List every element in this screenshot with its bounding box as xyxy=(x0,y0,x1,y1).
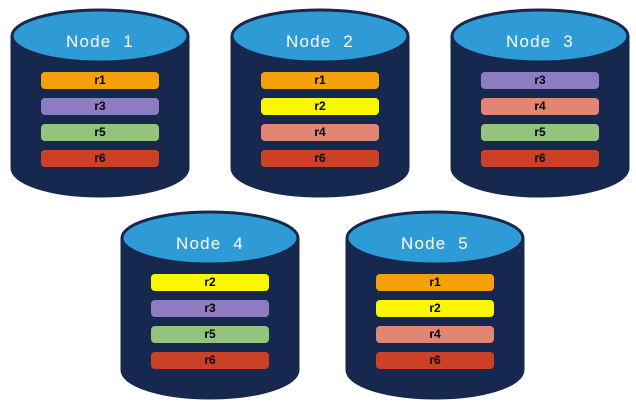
replica-bar-r3[interactable]: r3 xyxy=(151,300,269,317)
replica-bar-r5[interactable]: r5 xyxy=(151,326,269,343)
replica-bar-r3[interactable]: r3 xyxy=(41,98,159,115)
replica-bar-r6[interactable]: r6 xyxy=(151,352,269,369)
replica-stack: r1 r3 r5 r6 xyxy=(41,72,159,167)
replica-bar-r6[interactable]: r6 xyxy=(481,150,599,167)
replica-bar-r1[interactable]: r1 xyxy=(41,72,159,89)
replica-bar-r5[interactable]: r5 xyxy=(41,124,159,141)
replica-bar-r4[interactable]: r4 xyxy=(481,98,599,115)
replica-stack: r2 r3 r5 r6 xyxy=(151,274,269,369)
replica-bar-r3[interactable]: r3 xyxy=(481,72,599,89)
replica-bar-r1[interactable]: r1 xyxy=(261,72,379,89)
replica-bar-r5[interactable]: r5 xyxy=(481,124,599,141)
replica-bar-r1[interactable]: r1 xyxy=(376,274,494,291)
replica-stack: r1 r2 r4 r6 xyxy=(376,274,494,369)
cylinder-top-ellipse xyxy=(230,8,410,64)
cylinder-top-ellipse xyxy=(120,210,300,266)
cylinder-top-ellipse xyxy=(10,8,190,64)
replica-bar-r4[interactable]: r4 xyxy=(261,124,379,141)
replica-bar-r6[interactable]: r6 xyxy=(261,150,379,167)
cylinder-top-ellipse xyxy=(345,210,525,266)
replica-stack: r1 r2 r4 r6 xyxy=(261,72,379,167)
replica-bar-r2[interactable]: r2 xyxy=(151,274,269,291)
replica-bar-r6[interactable]: r6 xyxy=(376,352,494,369)
replica-bar-r2[interactable]: r2 xyxy=(376,300,494,317)
cylinder-top-ellipse xyxy=(450,8,630,64)
replica-stack: r3 r4 r5 r6 xyxy=(481,72,599,167)
replica-bar-r6[interactable]: r6 xyxy=(41,150,159,167)
replica-bar-r2[interactable]: r2 xyxy=(261,98,379,115)
replica-bar-r4[interactable]: r4 xyxy=(376,326,494,343)
